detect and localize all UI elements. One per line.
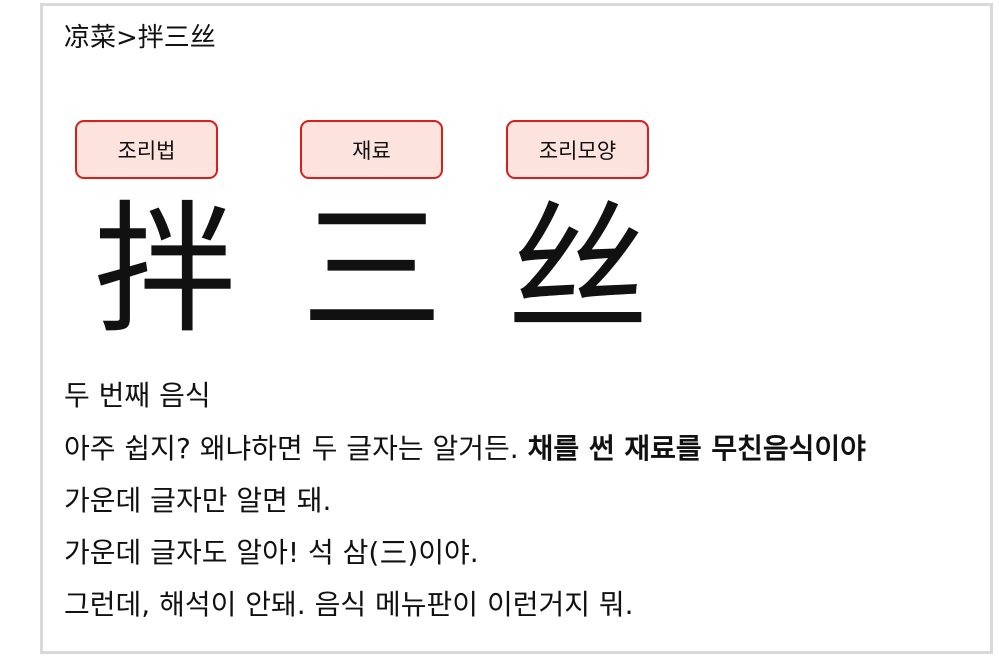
explanation-line: 아주 쉽지? 왜냐하면 두 글자는 알거든. 채를 썬 재료를 무친음식이야	[64, 429, 866, 469]
text-line-3: 가운데 글자만 알면 돼.	[64, 484, 332, 517]
tag-cooking-shape: 조리모양	[506, 120, 649, 179]
tag-ingredient: 재료	[300, 120, 443, 179]
explanation-bold-text: 채를 썬 재료를 무친음식이야	[527, 432, 866, 465]
breadcrumb: 凉菜>拌三丝	[64, 23, 216, 53]
text-line-5: 그런데, 해석이 안돼. 음식 메뉴판이 이런거지 뭐.	[64, 588, 634, 621]
tag-cooking-method: 조리법	[75, 120, 218, 179]
content-card	[40, 3, 993, 654]
glyph-si: 丝	[507, 188, 649, 353]
explanation-plain-text: 아주 쉽지? 왜냐하면 두 글자는 알거든.	[64, 432, 528, 465]
glyph-san: 三	[301, 188, 443, 353]
section-heading: 두 번째 음식	[64, 379, 211, 412]
text-line-4: 가운데 글자도 알아! 석 삼(三)이야.	[64, 536, 479, 569]
glyph-ban: 拌	[94, 188, 236, 353]
